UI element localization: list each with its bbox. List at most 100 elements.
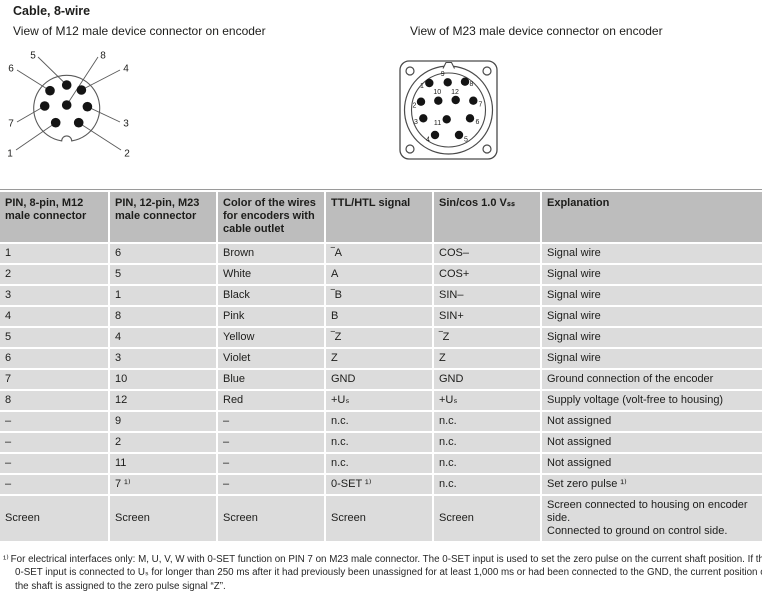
table-cell: –: [0, 412, 108, 431]
table-cell: 2: [110, 433, 216, 452]
table-cell: Signal wire: [542, 328, 762, 347]
table-cell: 6: [110, 244, 216, 263]
pin-label: 4: [426, 137, 430, 144]
pin-label: 7: [8, 119, 14, 130]
table-cell: 6: [0, 349, 108, 368]
table-cell: –: [0, 475, 108, 494]
table-cell: Z: [326, 349, 432, 368]
table-cell: Not assigned: [542, 412, 762, 431]
pin-dot: [465, 114, 475, 123]
m12-pins: [39, 80, 93, 128]
column-header: PIN, 8-pin, M12 male connector: [0, 192, 108, 242]
table-cell: COS+: [434, 265, 540, 284]
screw-hole: [405, 66, 415, 76]
pin-label: 12: [451, 89, 459, 96]
table-cell: Screen: [0, 496, 108, 541]
table-cell: ‾A: [326, 244, 432, 263]
pin-label: 5: [30, 51, 36, 62]
pin-dot: [82, 101, 93, 112]
pin-dot: [451, 95, 460, 105]
table-cell: Yellow: [218, 328, 324, 347]
table-cell: Pink: [218, 307, 324, 326]
page-title: Cable, 8-wire: [13, 4, 91, 18]
table-cell: Screen: [218, 496, 324, 541]
column-header: TTL/HTL signal: [326, 192, 432, 242]
table-cell: GND: [434, 370, 540, 389]
table-cell: 5: [110, 265, 216, 284]
table-cell: n.c.: [434, 454, 540, 473]
table-cell: White: [218, 265, 324, 284]
table-cell: 12: [110, 391, 216, 410]
table-cell: –: [218, 412, 324, 431]
table-cell: 8: [110, 307, 216, 326]
pin-label: 2: [124, 149, 130, 160]
table-cell: –: [218, 475, 324, 494]
column-header: Color of the wires for encoders with cab…: [218, 192, 324, 242]
pin-dot: [416, 97, 426, 106]
table-cell: 4: [110, 328, 216, 347]
table-cell: Blue: [218, 370, 324, 389]
table-cell: ‾B: [326, 286, 432, 305]
pin-label: 10: [433, 89, 441, 96]
m23-connector-diagram: 1 2 3 4 5 6 7 8 9 10 11 12: [399, 60, 498, 160]
table-cell: n.c.: [434, 412, 540, 431]
table-row: –9–n.c.n.c.Not assigned: [0, 412, 762, 431]
table-row: –2–n.c.n.c.Not assigned: [0, 433, 762, 452]
table-cell: Black: [218, 286, 324, 305]
pin-dot: [469, 96, 478, 105]
table-cell: Z: [434, 349, 540, 368]
pin-label: 3: [123, 119, 129, 130]
table-cell: n.c.: [326, 433, 432, 452]
table-cell: Signal wire: [542, 286, 762, 305]
table-cell: n.c.: [434, 475, 540, 494]
table-cell: SIN–: [434, 286, 540, 305]
table-cell: Screen connected to housing on encoder s…: [542, 496, 762, 541]
table-cell: Brown: [218, 244, 324, 263]
table-cell: SIN+: [434, 307, 540, 326]
column-header: PIN, 12-pin, M23 male connector: [110, 192, 216, 242]
column-header: Explanation: [542, 192, 762, 242]
table-cell: 4: [0, 307, 108, 326]
m23-pin-labels: 1 2 3 4 5 6 7 8 9 10 11 12: [413, 71, 483, 144]
table-cell: Signal wire: [542, 244, 762, 263]
pin-label: 6: [8, 64, 14, 75]
table-cell: 1: [110, 286, 216, 305]
pin-dot: [39, 101, 50, 111]
table-cell: GND: [326, 370, 432, 389]
pin-label: 5: [464, 137, 468, 144]
table-cell: 7: [0, 370, 108, 389]
table-cell: Supply voltage (volt-free to housing): [542, 391, 762, 410]
footnote-text: For electrical interfaces only: M, U, V,…: [10, 554, 762, 592]
m12-pin-labels: 1 2 3 4 5 6 7 8: [7, 51, 130, 160]
table-cell: A: [326, 265, 432, 284]
table-cell: 3: [0, 286, 108, 305]
table-cell: –: [0, 433, 108, 452]
m12-connector-diagram: 1 2 3 4 5 6 7 8: [7, 51, 130, 160]
pin-label: 8: [470, 81, 474, 88]
table-cell: Screen: [326, 496, 432, 541]
table-cell: ‾Z: [326, 328, 432, 347]
table-top-border: [0, 189, 762, 190]
screw-hole: [405, 144, 415, 154]
column-header: Sin/cos 1.0 Vₛₛ: [434, 192, 540, 242]
table-cell: B: [326, 307, 432, 326]
m23-inner-circle: [410, 72, 487, 148]
table-cell: Not assigned: [542, 454, 762, 473]
table-cell: n.c.: [326, 454, 432, 473]
pin-dot: [430, 130, 440, 140]
table-cell: Signal wire: [542, 265, 762, 284]
table-cell: 2: [0, 265, 108, 284]
table-cell: Set zero pulse ¹⁾: [542, 475, 762, 494]
footnote-marker: ¹⁾: [3, 554, 9, 565]
